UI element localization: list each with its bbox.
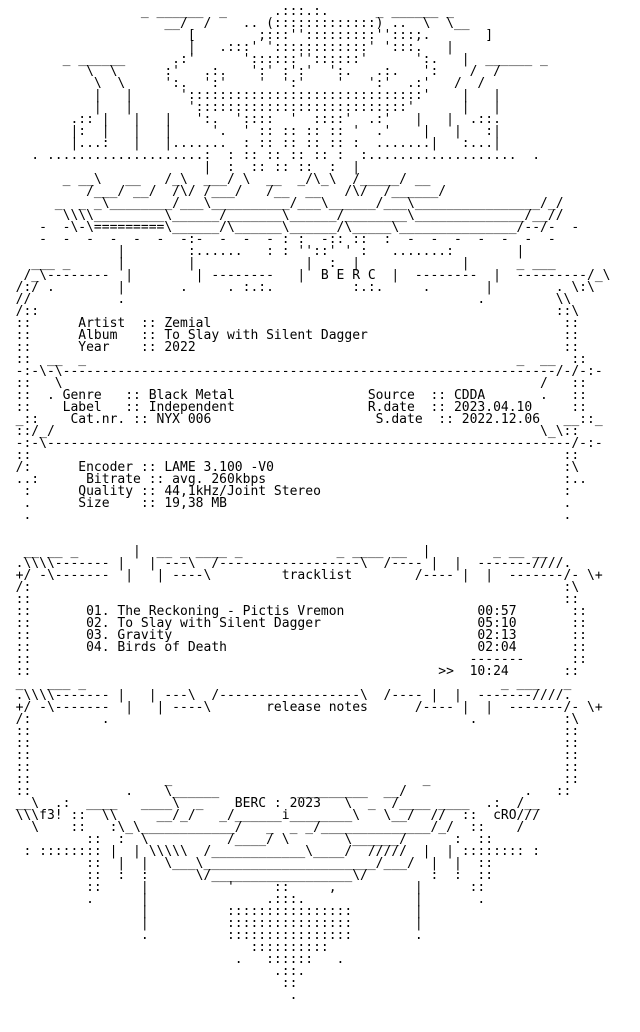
art-line: | :...... : : ''::' ' : .......: | — [0, 244, 525, 259]
art-line: | | '::::::::::::::::::::::::::::::' | | — [0, 88, 501, 103]
art-line: +/ -\------- | | ----\ tracklist /---- |… — [0, 568, 603, 583]
art-line: :: :: — [0, 760, 580, 775]
art-line: : :::::::: | | \\\\\ /____________\____/… — [0, 844, 541, 859]
art-line: ::/_/ \_\:: — [0, 424, 580, 439]
art-line: _ ______ .:' '::::::''::::::' ':. | ____… — [0, 52, 548, 67]
art-line: __/ / .. (:::::::::::::) .. \ \__ — [0, 16, 470, 31]
art-line: | : :: :: :: : | — [0, 160, 361, 175]
art-line: :: :: — [0, 736, 580, 751]
art-line: :: | ' :: , | :: — [0, 880, 486, 895]
art-line: :: 02. To Slay with Silent Dagger 05:10 … — [0, 616, 587, 631]
art-line: [ ;:::'':::::::::'':::;. ] — [0, 28, 494, 43]
art-line: /:: ::\ — [0, 304, 580, 319]
art-line: |...: | |....... : :: :: :: :: : .......… — [0, 136, 501, 151]
art-line: \\\\_________\______/_______\______/____… — [0, 208, 564, 223]
art-line: .::. — [0, 964, 306, 979]
art-line: :: : : \/__________________\/ : : :: — [0, 868, 494, 883]
art-line: :: _ _ :: — [0, 772, 580, 787]
art-line — [0, 522, 640, 534]
art-line: :: 01. The Reckoning - Pictis Vremon 00:… — [0, 604, 587, 619]
art-line: /: . . :\ — [0, 712, 580, 727]
art-line: :: \ / :: — [0, 376, 587, 391]
art-line: \ \ :' .:. ':' :':' ':. .:. ': / / — [0, 64, 501, 79]
art-line: :: . Genre :: Black Metal Source :: CDDA… — [0, 388, 587, 403]
art-line: . :::::: . — [0, 952, 345, 967]
art-line: /: Encoder :: LAME 3.100 -V0 :\ — [0, 460, 580, 475]
art-line: :: 03. Gravity 02:13 :: — [0, 628, 587, 643]
art-line: .\\\\------- | | ---\ /-----------------… — [0, 556, 572, 571]
art-line: . . — [0, 508, 572, 523]
art-line: :: :: — [0, 724, 580, 739]
art-line: _ _ _\________/___\__________/___\______… — [0, 196, 564, 211]
art-line: -:-\------------------------------------… — [0, 436, 603, 451]
art-line: /: :\ — [0, 580, 580, 595]
art-line: \\\f3! :: \\ __/_/ _/______i________\ \_… — [0, 808, 541, 823]
art-line: : Quality :: 44,1kHz/Joint Stereo : — [0, 484, 572, 499]
art-line: |: | | | '. ' :: :: :: :: ' .' | | :| — [0, 124, 501, 139]
art-line: /___/ __/ /\/ /___/ /__ __ /\/ /______/ — [0, 184, 447, 199]
art-line: | :::::::::::::::: | — [0, 916, 423, 931]
art-line: _ __\ __ /_\ ___/ \ __ _/\_\ /_____/ __ — [0, 172, 431, 187]
art-line: _:: Cat.nr. :: NYX 006 S.date :: 2022.12… — [0, 412, 603, 427]
art-line: - - - - - - -:- - - - : : -:: :: : - - -… — [0, 232, 556, 247]
art-line: -:-\-\----------------------------------… — [0, 364, 603, 379]
art-line: :: :: — [0, 592, 580, 607]
art-line: :: ------- :: — [0, 652, 587, 667]
art-line: :: : \ /____/ \ \______/ : :: — [0, 832, 494, 847]
art-line: _ ______ _ .:::.:. _ ______ _ — [0, 4, 454, 19]
art-line: . ....................: : :: :: :: :: : … — [0, 148, 541, 163]
art-line: :: Album :: To Slay with Silent Dagger :… — [0, 328, 580, 343]
art-line: // . . \\ — [0, 292, 572, 307]
art-line: :: | | \___\______________________/___/ … — [0, 856, 494, 871]
art-line: :: :: — [0, 448, 580, 463]
art-line: . | .:::. | . — [0, 892, 486, 907]
art-line: :: >> 10:24 :: — [0, 664, 580, 679]
art-line: :: Label :: Independent R.date :: 2023.0… — [0, 400, 587, 415]
art-line: :: __ _ _ __ :: — [0, 352, 587, 367]
art-line: | | ':::::::::::::::::::::::::::' | | — [0, 100, 501, 115]
art-line: \ :: :\_\____________/ _ _ _/___________… — [0, 820, 525, 835]
art-line: :: Artist :: Zemial :: — [0, 316, 580, 331]
art-line: +/ -\------- | | ----\ release notes /--… — [0, 700, 603, 715]
art-line: . Size :: 19,38 MB . — [0, 496, 572, 511]
art-line: . — [0, 988, 298, 1003]
art-line: :: :: — [0, 748, 580, 763]
art-line: /_\-------- | | -------- | B E R C | ---… — [0, 268, 611, 283]
art-line: ..: Bitrate :: avg. 260kbps :.. — [0, 472, 587, 487]
art-line: .\\\\------- | | ---\ /-----------------… — [0, 688, 572, 703]
art-line: /:/ . | . . :.:. :.:. . | . \:\ — [0, 280, 595, 295]
art-line: :: Year :: 2022 :: — [0, 340, 580, 355]
art-line: __\ .: ____ ____\ _ BERC : 2023 \ _ /___… — [0, 796, 541, 811]
art-line: .:: | | | ':. ':::: ' ::::' .:' | | .::. — [0, 112, 501, 127]
art-line: | :::::::::::::::: | — [0, 904, 423, 919]
art-line: :::::::::: — [0, 940, 329, 955]
art-line: :: — [0, 976, 298, 991]
art-line: - -\-\=========\______/\______\______/\_… — [0, 220, 580, 235]
art-line: . :::::::::::::::: . — [0, 928, 423, 943]
art-line: \ \ ':. ':' ' ':' ' ':' .:' / / — [0, 76, 486, 91]
art-line: :: . \______ _________ __/ . :: — [0, 784, 572, 799]
art-line: __ __ _ | __ _ ____ _ _ ____ __ | _ __ _… — [0, 544, 548, 559]
art-line: _ ___ _ _ ___ _ — [0, 676, 572, 691]
art-line: ___ _ | | | : | | _ ___ — [0, 256, 556, 271]
art-line: | .:::' '::::::::::::' ':::. | — [0, 40, 454, 55]
art-line: :: 04. Birds of Death 02:04 :: — [0, 640, 587, 655]
